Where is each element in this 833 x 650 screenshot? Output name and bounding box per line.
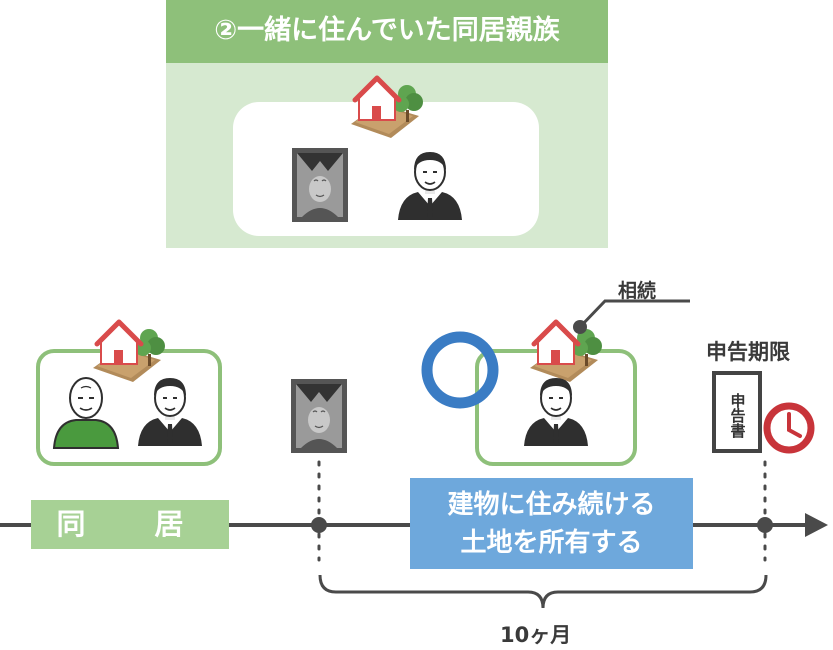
deceased-portrait-icon bbox=[290, 378, 348, 454]
deceased-portrait-icon bbox=[291, 147, 349, 223]
timeline-arrow-icon bbox=[805, 513, 828, 537]
period-label: 10ヶ月 bbox=[500, 623, 572, 647]
inheritance-label: 相続 bbox=[618, 280, 657, 302]
inheritance-marker-dot bbox=[573, 320, 587, 334]
condition-box: 建物に住み続ける 土地を所有する bbox=[410, 478, 693, 569]
businessman-icon bbox=[397, 151, 463, 221]
condition-line-land: 土地を所有する bbox=[460, 527, 643, 558]
clock-hands bbox=[787, 412, 802, 438]
elderly-man-icon bbox=[53, 377, 119, 449]
house-icon bbox=[93, 322, 165, 382]
document-icon: 申告書 bbox=[712, 371, 762, 453]
house-icon bbox=[351, 78, 423, 138]
document-label: 申告書 bbox=[728, 392, 747, 438]
filing-deadline-label: 申告期限 bbox=[706, 340, 790, 364]
inheritance-leader-line bbox=[578, 299, 690, 329]
circle-mark-icon bbox=[421, 331, 499, 409]
house-icon bbox=[530, 322, 602, 382]
deadline-point bbox=[757, 517, 773, 533]
period-bracket bbox=[318, 574, 768, 609]
businessman-icon bbox=[137, 377, 203, 447]
top-panel-title: ②一緒に住んでいた同居親族 bbox=[214, 15, 560, 46]
cohabitation-label: 同 居 bbox=[31, 500, 229, 549]
businessman-icon bbox=[523, 377, 589, 447]
condition-line-building: 建物に住み続ける bbox=[447, 489, 656, 520]
top-panel-header bbox=[166, 0, 608, 63]
death-date-point bbox=[311, 517, 327, 533]
